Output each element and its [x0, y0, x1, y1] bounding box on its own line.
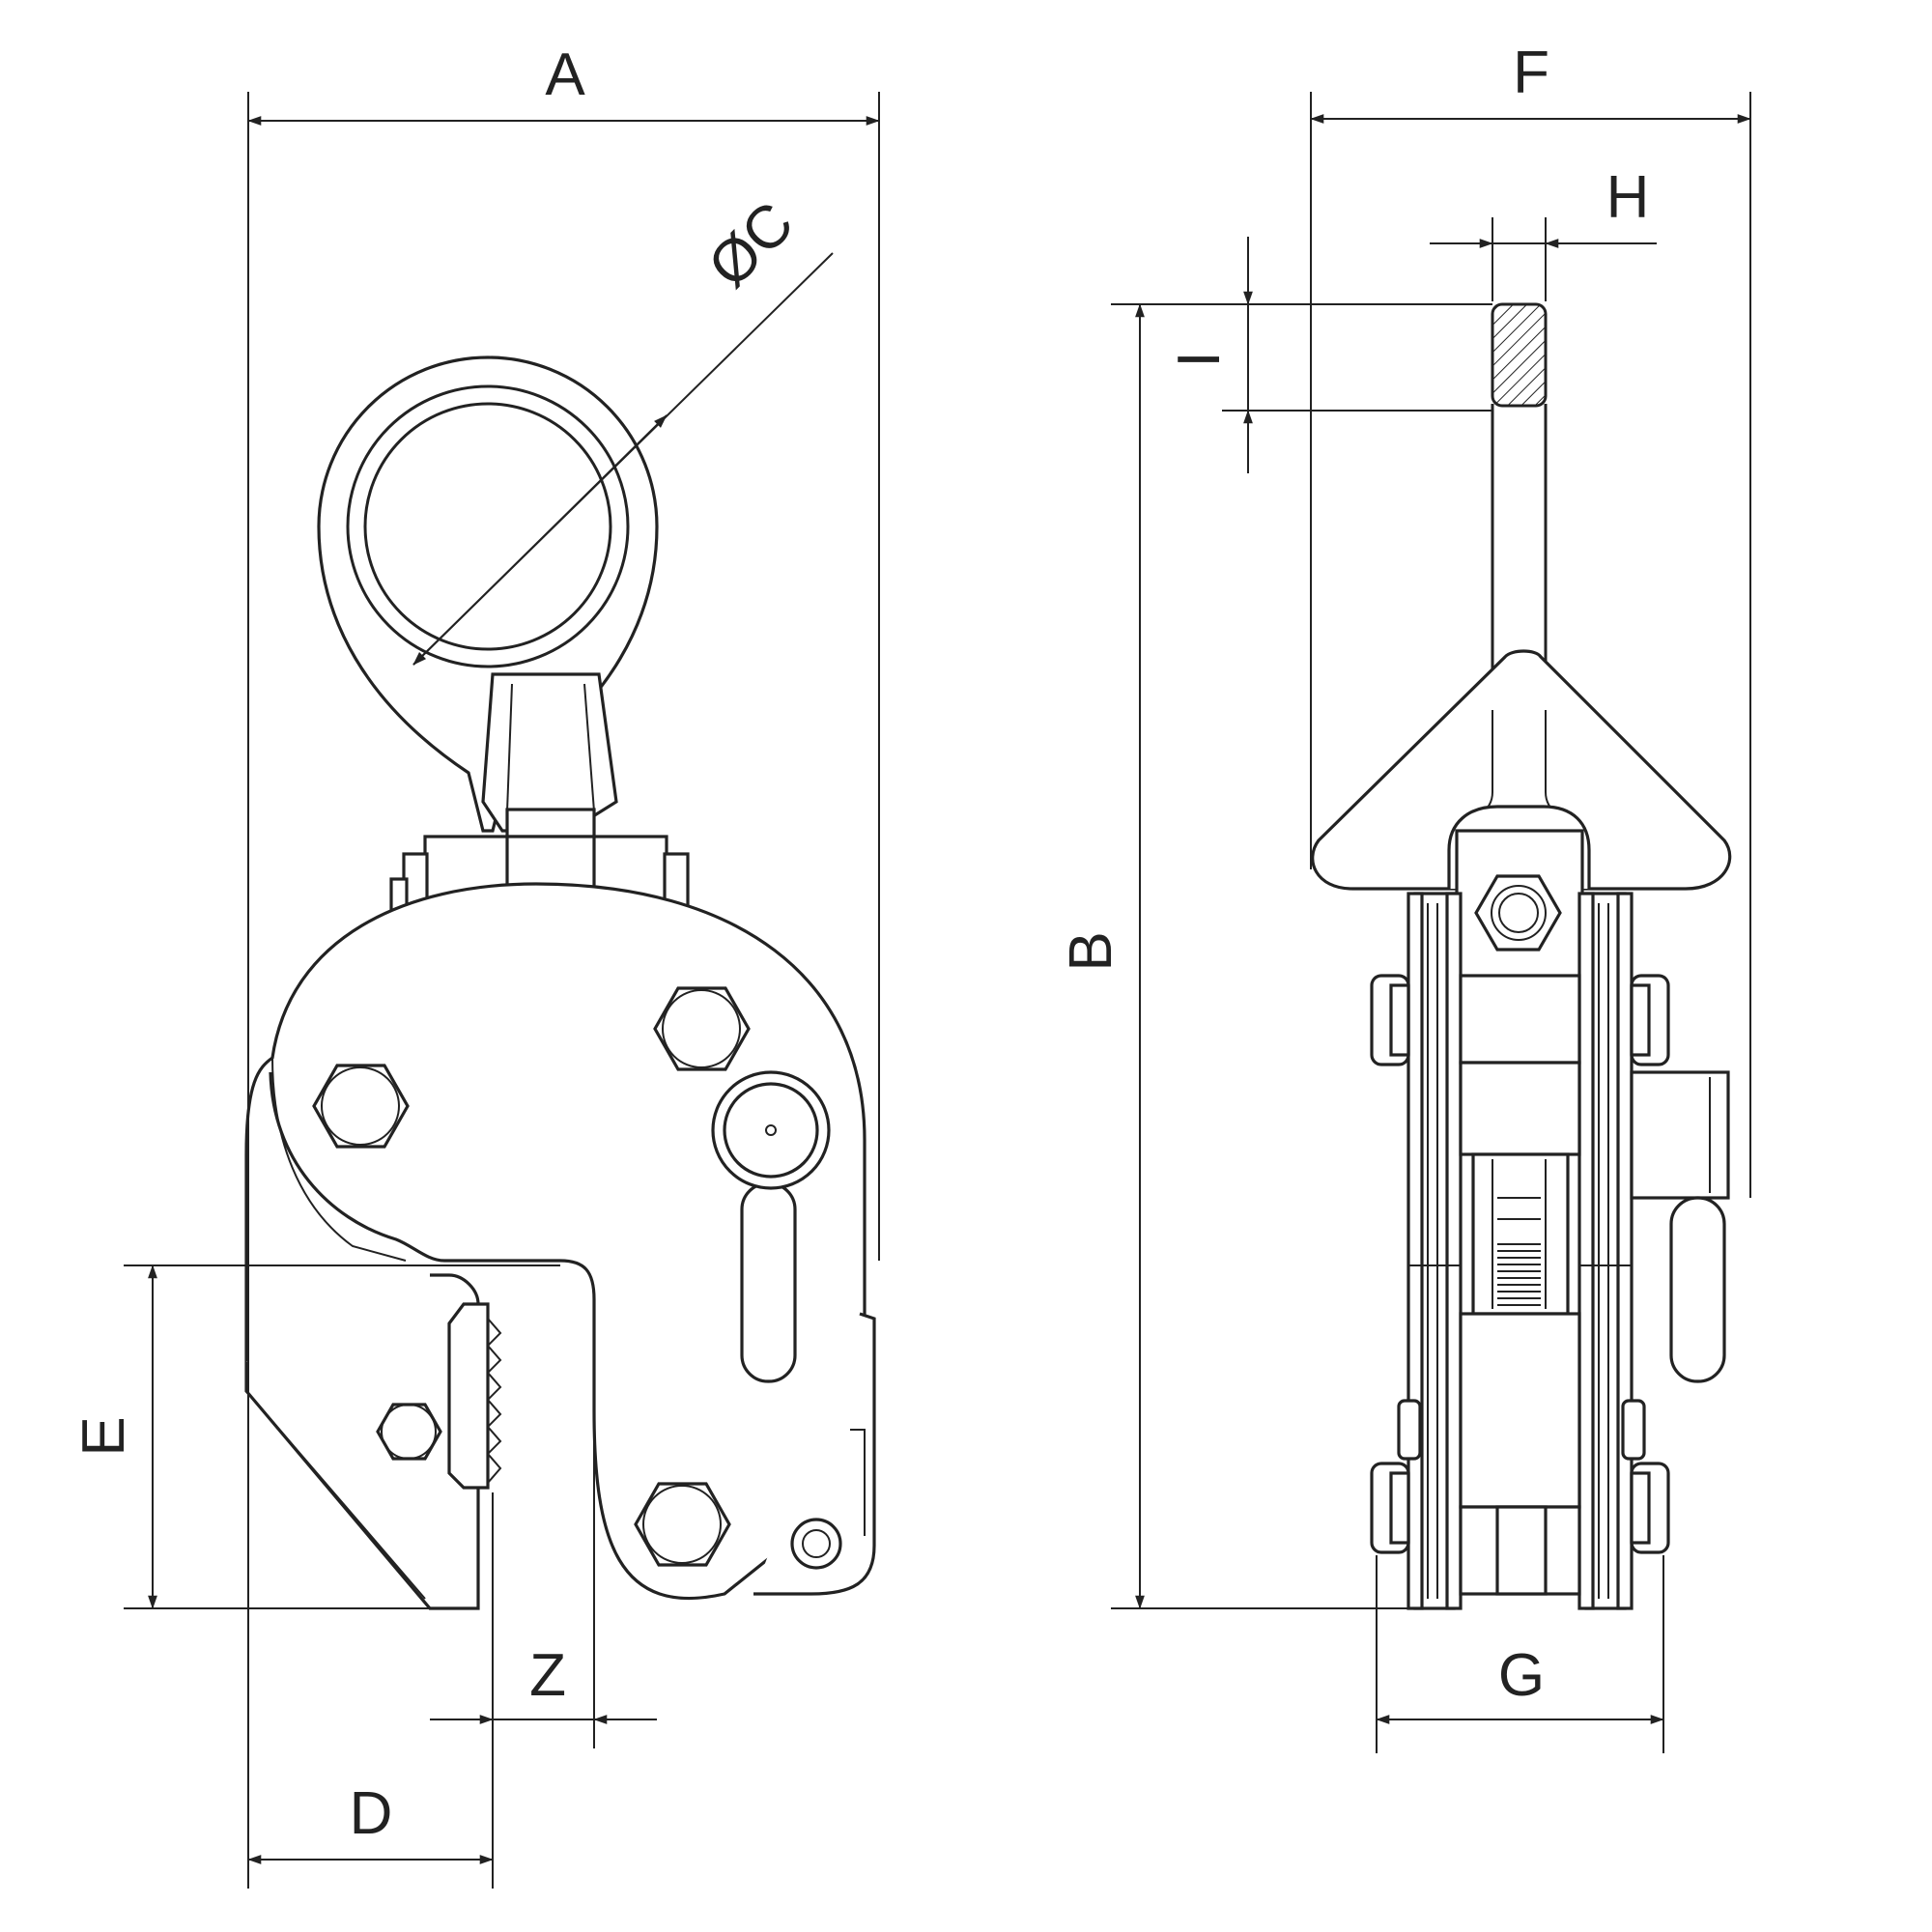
side-view: F H I B [1058, 40, 1751, 1753]
dimension-label-i: I [1166, 351, 1233, 367]
dimension-a: A [247, 42, 880, 1889]
clamp-side-body [1370, 805, 1730, 1610]
dimension-label-f: F [1513, 40, 1549, 106]
dimension-b: B [1058, 303, 1420, 1609]
dimension-label-d: D [350, 1780, 393, 1847]
dimension-e: E [71, 1264, 560, 1609]
hex-bolt-icon [312, 1064, 410, 1149]
dimension-label-e: E [71, 1416, 137, 1456]
dimension-label-z: Z [529, 1642, 566, 1709]
front-view: A ØC E Z D [71, 42, 880, 1889]
dimension-z: Z [430, 1430, 657, 1889]
dimension-label-h: H [1606, 164, 1650, 231]
hex-bolt-icon [653, 986, 751, 1071]
dimension-f: F [1310, 40, 1751, 1198]
dimension-d: D [247, 1780, 494, 1864]
dimension-label-b: B [1058, 931, 1124, 971]
dimension-label-g: G [1498, 1642, 1545, 1709]
hex-bolt-icon [376, 1403, 442, 1461]
clamp-body [244, 882, 876, 1610]
lifting-eye [317, 355, 659, 885]
hex-bolt-icon [634, 1482, 731, 1567]
dimension-label-a: A [545, 42, 585, 108]
dimension-h: H [1430, 164, 1657, 301]
dimension-g: G [1376, 1555, 1664, 1753]
dimension-label-c: ØC [696, 189, 807, 300]
dimension-i: I [1111, 237, 1492, 473]
